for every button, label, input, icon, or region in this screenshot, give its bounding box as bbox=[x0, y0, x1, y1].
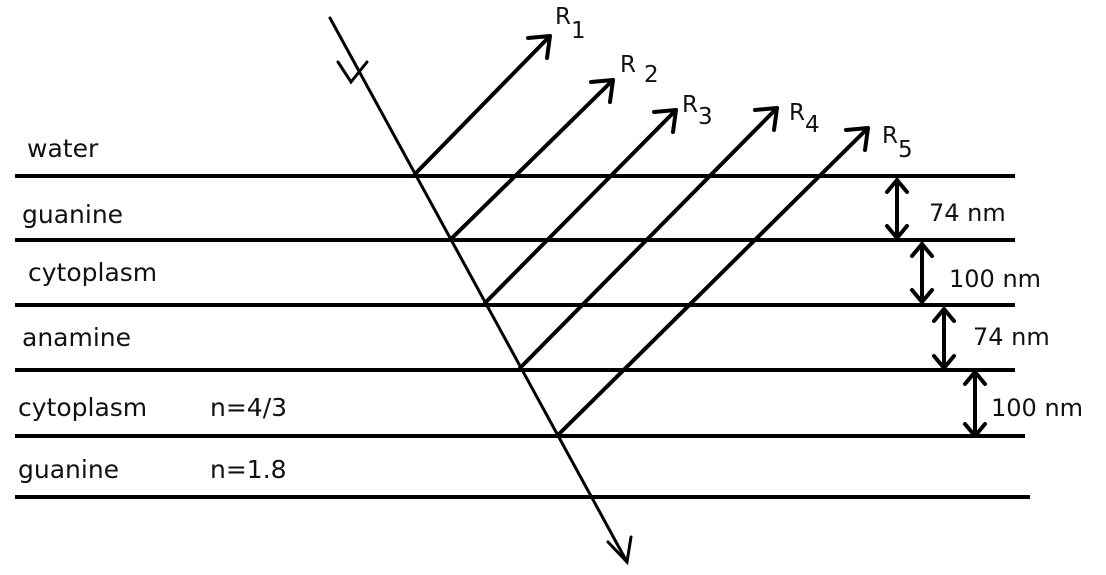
arrowhead-r2 bbox=[589, 78, 615, 104]
thickness-arrow-cytoplasm-lower bbox=[963, 370, 987, 438]
incident-ray bbox=[328, 16, 633, 566]
reflected-rays bbox=[413, 34, 870, 438]
thickness-label-guanine: 74 nm bbox=[929, 199, 1006, 227]
thickness-arrow-cytoplasm bbox=[910, 242, 934, 304]
ray-label-r3: R3 bbox=[682, 92, 713, 130]
ray-label-r1: R1 bbox=[555, 4, 586, 44]
layer-label-anamine: anamine bbox=[22, 323, 131, 352]
transmitted-arrowhead bbox=[606, 535, 633, 566]
thickness-arrow-anamine bbox=[932, 307, 956, 370]
layer-label-guanine: guanine bbox=[22, 200, 123, 229]
reflected-ray-r5 bbox=[555, 126, 870, 438]
refractive-index-guanine: n=1.8 bbox=[210, 455, 287, 484]
thickness-arrows bbox=[885, 178, 987, 438]
arrowhead-r4 bbox=[753, 106, 779, 132]
reflected-ray-r4 bbox=[518, 106, 779, 370]
layer-label-cytoplasm: cytoplasm bbox=[28, 258, 157, 287]
reflected-ray-r1 bbox=[413, 34, 552, 176]
arrowhead-r5 bbox=[844, 126, 870, 152]
layer-label-guanine-lower: guanine bbox=[18, 455, 119, 484]
ray-label-r5: R5 bbox=[882, 123, 913, 163]
incident-arrowhead bbox=[336, 60, 369, 85]
thickness-label-cytoplasm: 100 nm bbox=[949, 265, 1041, 293]
reflected-ray-r3 bbox=[483, 108, 678, 305]
arrowhead-r1 bbox=[526, 34, 552, 60]
thickness-arrow-guanine bbox=[885, 178, 909, 240]
ray-label-r4: R4 bbox=[789, 100, 820, 138]
arrowhead-r3 bbox=[652, 108, 678, 134]
layer-label-cytoplasm-lower: cytoplasm bbox=[18, 393, 147, 422]
refractive-index-cytoplasm: n=4/3 bbox=[210, 393, 287, 422]
interface-lines bbox=[15, 174, 1030, 499]
layer-label-water: water bbox=[27, 134, 99, 163]
thickness-label-anamine: 74 nm bbox=[973, 323, 1050, 351]
reflected-ray-r2 bbox=[448, 78, 615, 242]
thickness-label-cytoplasm-lower: 100 nm bbox=[991, 394, 1083, 422]
